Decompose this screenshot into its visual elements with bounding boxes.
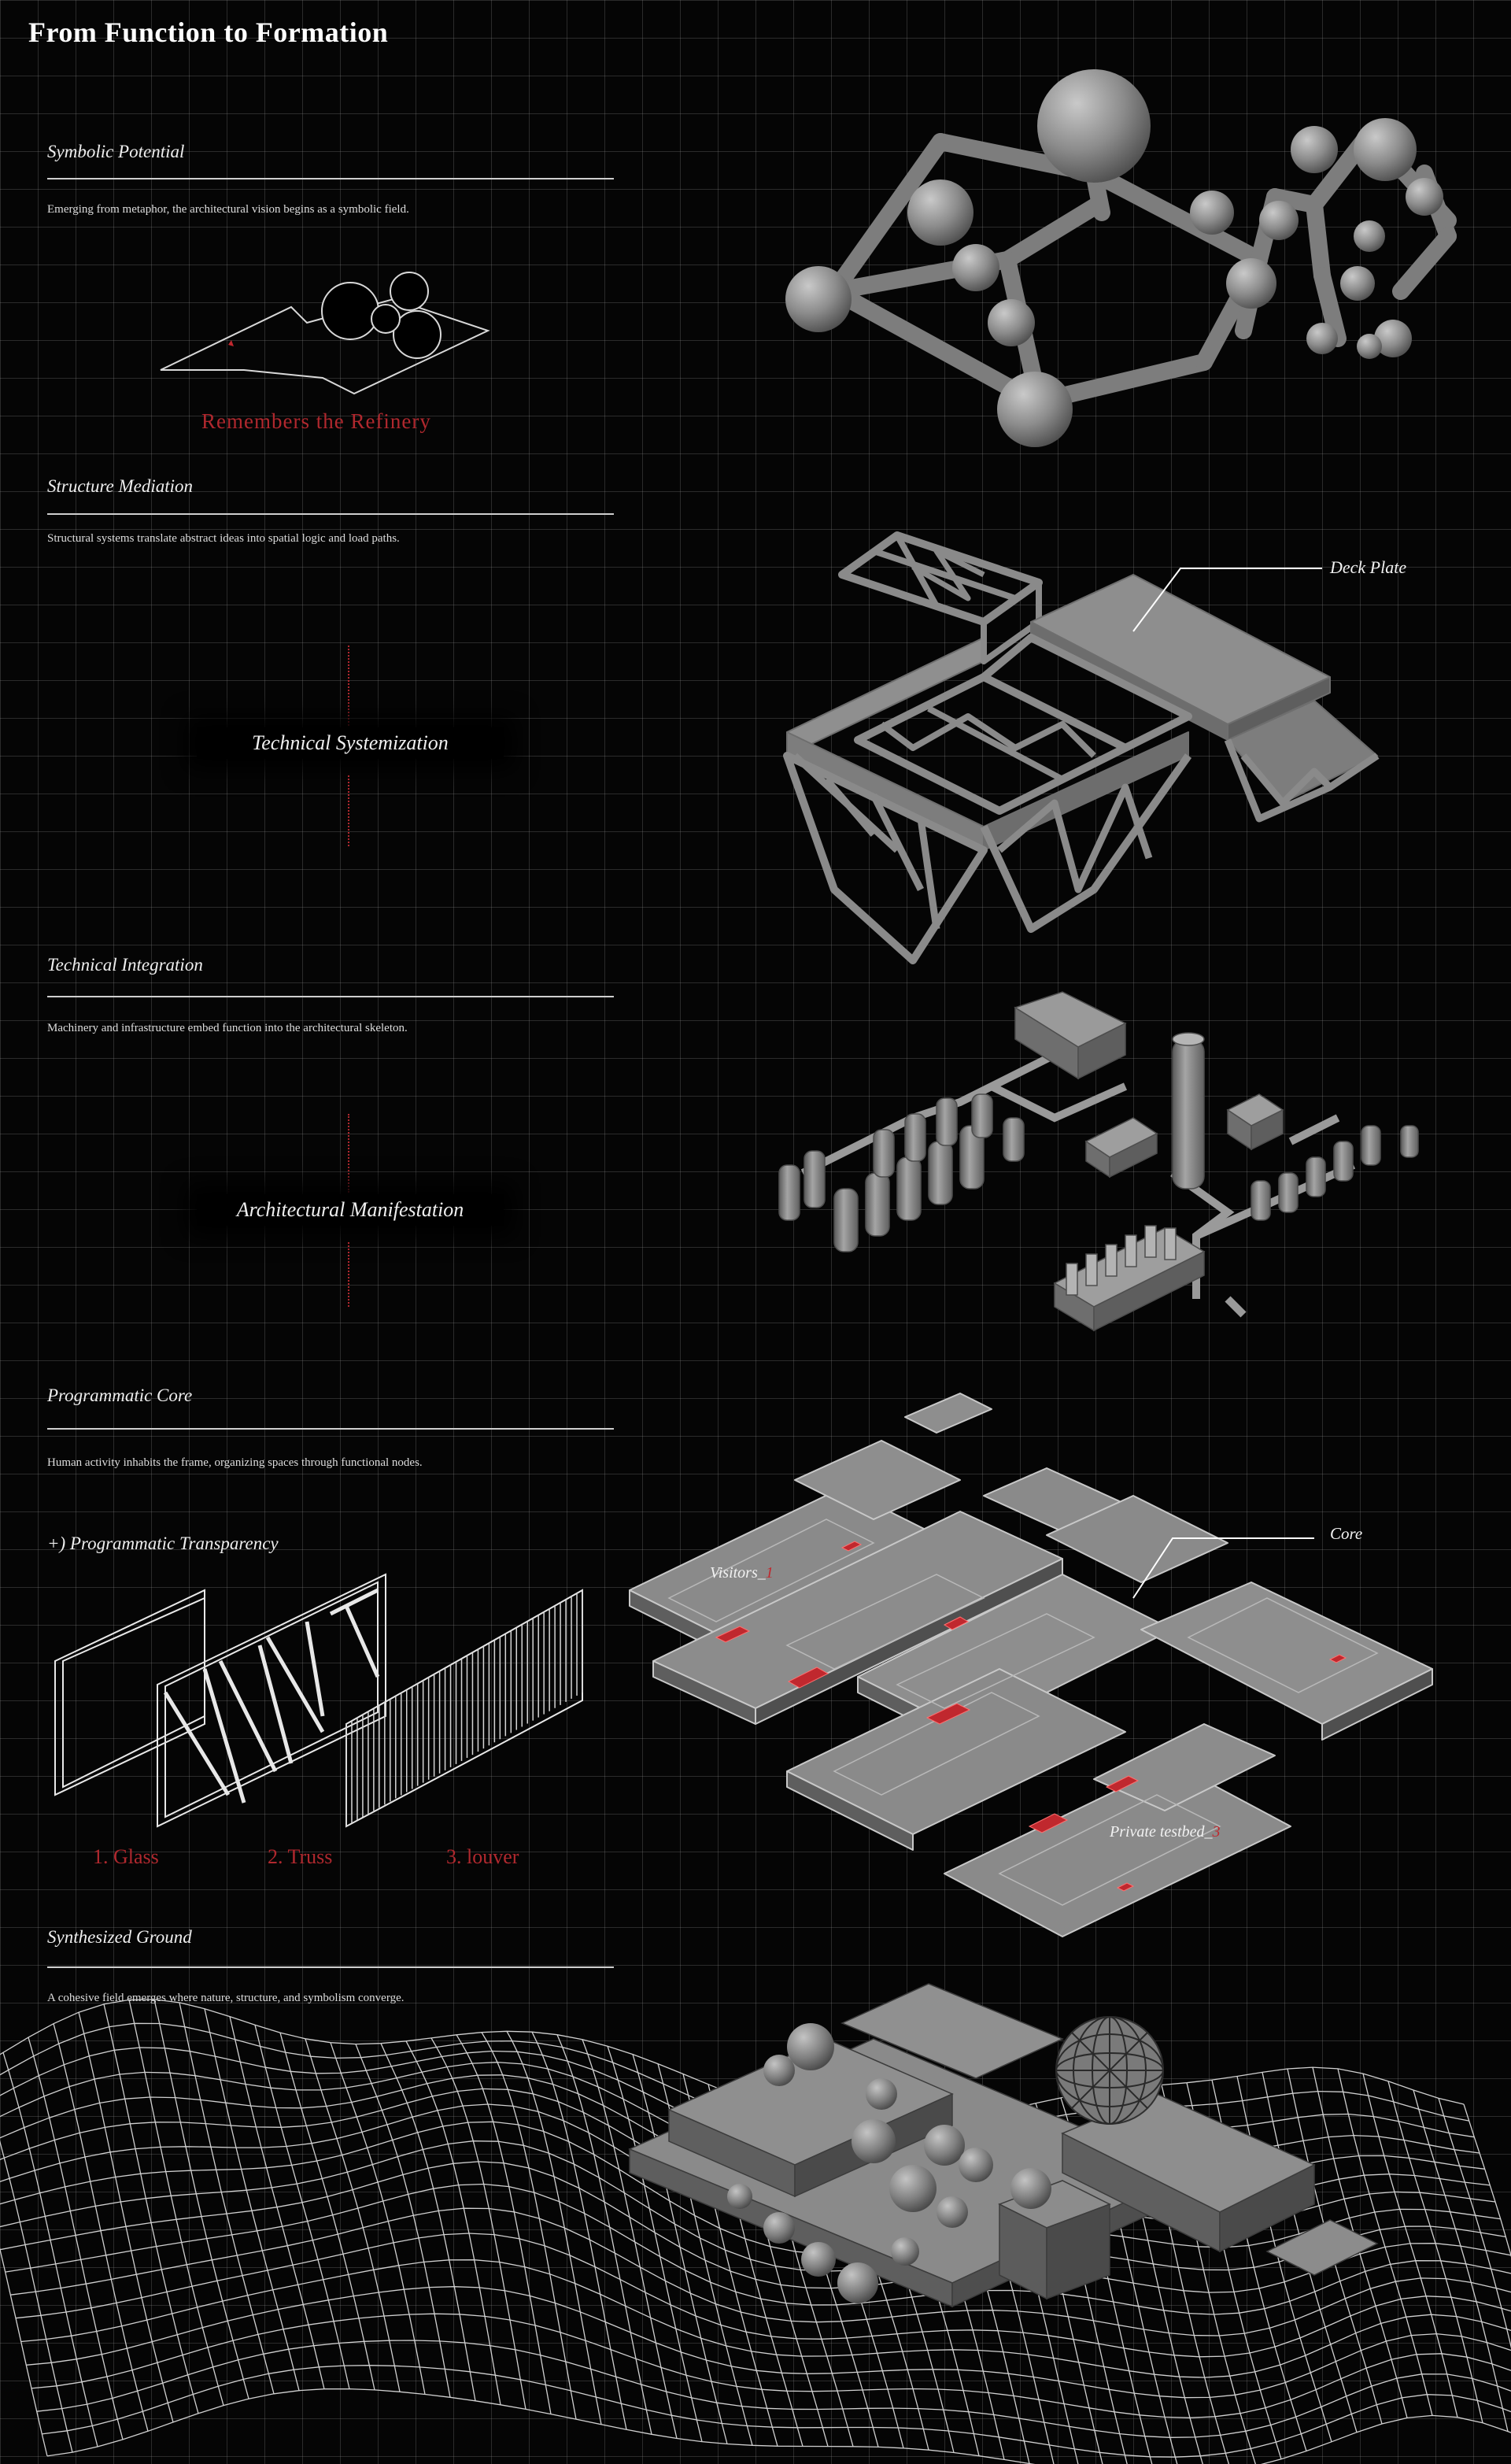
visitors-label-number: 1 — [765, 1564, 774, 1582]
structure-heading: Structure Mediation — [47, 476, 194, 496]
technical-heading: Technical Integration — [47, 955, 203, 975]
terrain-line — [179, 2002, 275, 2394]
terrain-line — [0, 2247, 48, 2457]
terrain-line — [305, 2038, 401, 2392]
terrain-line — [430, 2037, 526, 2410]
terrain-line — [330, 2042, 426, 2395]
symbolic-description: Emerging from metaphor, the architectura… — [47, 203, 409, 216]
symbolic-rule — [47, 178, 614, 179]
terrain-line — [1387, 2081, 1483, 2423]
terrain-line — [556, 2034, 652, 2435]
skin-item-louver: 3. louver — [446, 1845, 519, 1868]
technical-machinery-model — [778, 991, 1419, 1332]
terrain-line — [31, 2313, 1511, 2418]
private-testbed-label-number: 3 — [1212, 1823, 1221, 1841]
programmatic-transparency-heading: +) Programmatic Transparency — [47, 1534, 279, 1553]
symbolic-caption: Remembers the Refinery — [201, 409, 431, 433]
symbolic-sphere-model — [785, 69, 1457, 447]
synthesized-heading: Synthesized Ground — [47, 1927, 192, 1947]
core-callout: Core — [1330, 1524, 1363, 1543]
terrain-line — [2, 2052, 98, 2447]
terrain-line — [456, 2034, 552, 2414]
terrain-line — [254, 2025, 350, 2389]
private-testbed-label: Private testbed_3 — [1110, 1823, 1221, 1841]
terrain-line — [1463, 2103, 1511, 2258]
terrain-line — [279, 2032, 375, 2391]
structure-rule — [47, 513, 614, 515]
technical-description: Machinery and infrastructure embed funct… — [47, 1022, 408, 1034]
terrain-line — [36, 2340, 1511, 2438]
terrain-line — [1337, 2068, 1433, 2416]
terrain-line — [0, 2140, 73, 2453]
terrain-line — [355, 2044, 451, 2398]
visitors-label-text: Visitors_ — [710, 1564, 766, 1582]
symbolic-heading: Symbolic Potential — [47, 142, 185, 161]
terrain-line — [380, 2043, 476, 2401]
deck-plate-callout: Deck Plate — [1330, 557, 1407, 577]
terrain-line — [405, 2040, 501, 2405]
programmatic-floor-plan-model — [629, 1393, 1433, 1937]
facade-layers-diagram — [54, 1573, 583, 1828]
structure-connector-top — [348, 646, 349, 732]
skin-item-truss: 2. Truss — [268, 1845, 333, 1868]
synthesized-ground-model — [628, 1983, 1379, 2308]
synthesized-description: A cohesive field emerges where nature, s… — [47, 1992, 405, 2004]
deck-plate-leader — [1132, 568, 1322, 632]
architectural-manifestation-label: Architectural Manifestation — [197, 1194, 504, 1226]
terrain-line — [153, 1999, 249, 2399]
structure-description: Structural systems translate abstract id… — [47, 532, 400, 545]
programmatic-description: Human activity inhabits the frame, organ… — [47, 1456, 423, 1469]
technical-connector-bottom — [348, 1242, 349, 1307]
terrain-line — [607, 2046, 703, 2442]
terrain-line — [28, 2037, 124, 2440]
terrain-line — [103, 2003, 199, 2414]
terrain-line — [506, 2030, 602, 2425]
terrain-line — [53, 2023, 149, 2432]
technical-rule — [47, 996, 614, 997]
terrain-line — [1362, 2073, 1458, 2418]
terrain-line — [481, 2032, 577, 2420]
technical-connector-top — [348, 1114, 349, 1193]
terrain-line — [204, 2008, 300, 2391]
technical-systemization-label: Technical Systemization — [197, 727, 504, 759]
terrain-line — [46, 2388, 1511, 2464]
synthesized-rule — [47, 1966, 614, 1968]
terrain-line — [582, 2039, 678, 2439]
core-leader — [1132, 1537, 1314, 1599]
terrain-line — [229, 2016, 325, 2389]
programmatic-heading: Programmatic Core — [47, 1386, 193, 1405]
symbolic-site-diagram — [160, 272, 490, 395]
terrain-line — [78, 2012, 174, 2423]
visitors-label: Visitors_1 — [710, 1564, 774, 1582]
terrain-line — [632, 2054, 728, 2444]
private-testbed-label-text: Private testbed_ — [1110, 1823, 1213, 1841]
terrain-line — [1438, 2098, 1511, 2349]
page-title: From Function to Formation — [28, 17, 389, 48]
structure-connector-bottom — [348, 775, 349, 846]
terrain-line — [531, 2031, 627, 2430]
programmatic-rule — [47, 1428, 614, 1430]
terrain-line — [1413, 2089, 1509, 2432]
skin-item-glass: 1. Glass — [93, 1845, 159, 1868]
terrain-line — [1312, 2066, 1408, 2418]
terrain-line — [128, 2000, 224, 2406]
structure-truss-model — [783, 531, 1380, 964]
